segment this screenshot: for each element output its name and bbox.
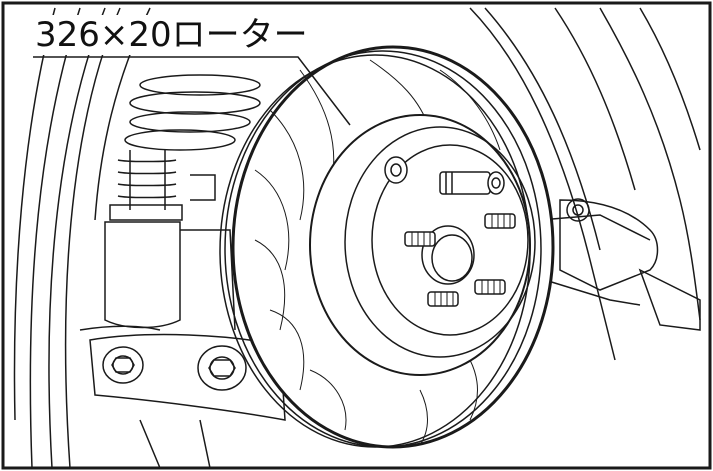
- mount-bolt-icon: [566, 198, 590, 222]
- wheel-stud-drawing: [384, 156, 516, 307]
- lower-arm-drawing: [79, 325, 286, 469]
- rotor-size-label: 326×20ローター: [33, 15, 310, 55]
- coil-spring-drawing: [104, 74, 261, 331]
- fender-lines: [469, 7, 701, 361]
- caption-leader-line: [33, 56, 351, 126]
- brake-rotor-drawing: [219, 45, 555, 449]
